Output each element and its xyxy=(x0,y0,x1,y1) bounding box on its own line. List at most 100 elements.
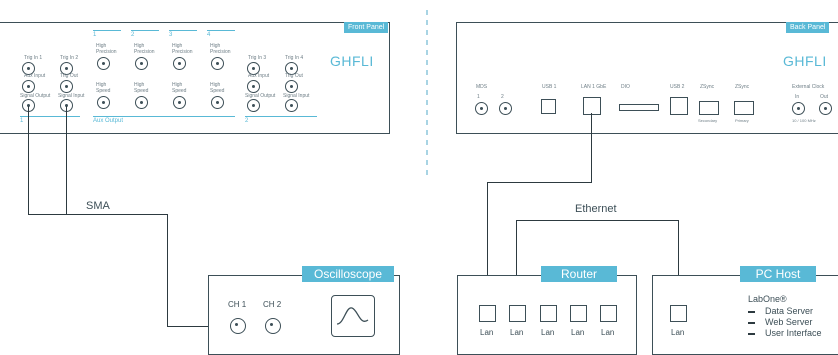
router-port-3 xyxy=(540,305,557,322)
sma-cable-inner-vertical xyxy=(66,106,68,215)
ch1-label: CH 1 xyxy=(228,300,247,309)
trig-in-3-connector xyxy=(247,62,260,75)
router-port-1 xyxy=(479,305,496,322)
router-port-2 xyxy=(509,305,526,322)
sma-cable-label: SMA xyxy=(86,200,110,212)
sma-cable-right-vertical xyxy=(167,214,169,327)
zsync-primary-label: Primary xyxy=(735,118,749,123)
aux-col-2-high-precision-connector xyxy=(135,57,148,70)
user-interface-bullet xyxy=(748,333,755,335)
lan-label: LAN 1 GbE xyxy=(581,84,607,90)
aux-col-1-number: 1 xyxy=(93,32,97,38)
router-port-4 xyxy=(570,305,587,322)
mds-2-connector xyxy=(499,102,512,115)
zsync-secondary-title: ZSync xyxy=(700,84,715,90)
usb1-label: USB 1 xyxy=(542,84,557,90)
front-panel xyxy=(0,22,390,134)
signal-input-2-connector xyxy=(285,99,298,112)
trig-in-4-connector xyxy=(285,62,298,75)
aux-input-2-label: Aux Input xyxy=(248,73,270,79)
aux-col-4-high-precision-label: High Precision xyxy=(210,43,231,55)
aux-col-2-high-speed-connector xyxy=(135,96,148,109)
clock-freq-label: 10 / 100 MHz xyxy=(792,118,816,123)
aux-col-4-high-speed-connector xyxy=(211,96,224,109)
trig-in-1-connector xyxy=(22,62,35,75)
router-port-2-label: Lan xyxy=(510,328,524,337)
mds-1-label: 1 xyxy=(477,94,480,100)
zsync-secondary-port xyxy=(699,101,719,115)
aux-col-1-high-precision-label: High Precision xyxy=(96,43,117,55)
aux-col-3-bar xyxy=(169,30,197,32)
ethernet-cable-router-port2 xyxy=(516,220,518,312)
clock-out-connector xyxy=(819,102,832,115)
trig-in-2-connector xyxy=(60,62,73,75)
ethernet-cable-pc-port xyxy=(678,220,680,312)
web-server-label: Web Server xyxy=(765,317,813,327)
usb1-port xyxy=(541,99,556,114)
aux-output-bar xyxy=(93,116,235,118)
aux-col-1-bar xyxy=(93,30,121,32)
dio-label: DIO xyxy=(621,84,630,90)
aux-input-connector xyxy=(22,80,35,93)
aux-input-label: Aux Input xyxy=(24,73,46,79)
sma-cable-bottom-horizontal xyxy=(167,326,232,328)
data-server-label: Data Server xyxy=(765,306,814,316)
mds-1-connector xyxy=(475,102,488,115)
aux-col-4-number: 4 xyxy=(207,32,211,38)
trig-out-2-label: Trig Out xyxy=(285,73,303,79)
usb2-port xyxy=(670,97,688,115)
aux-col-3-high-speed-connector xyxy=(173,96,186,109)
zsync-primary-port xyxy=(734,101,754,115)
aux-col-4-high-precision-connector xyxy=(211,57,224,70)
aux-col-3-number: 3 xyxy=(169,32,173,38)
router-title: Router xyxy=(541,266,617,282)
signal-output-label: Signal Output xyxy=(20,93,51,99)
front-panel-brand: GHFLI xyxy=(330,53,374,69)
aux-input-2-connector xyxy=(247,80,260,93)
router-port-5 xyxy=(600,305,617,322)
web-server-bullet xyxy=(748,322,755,324)
aux-col-1-high-speed-label: High Speed xyxy=(96,82,111,94)
trig-in-3-label: Trig In 3 xyxy=(248,55,267,61)
ch2-connector xyxy=(265,318,281,334)
ethernet-cable-lan-horizontal xyxy=(487,182,592,184)
clock-in-label: In xyxy=(795,94,800,100)
router-port-3-label: Lan xyxy=(541,328,555,337)
aux-col-2-high-precision-label: High Precision xyxy=(134,43,155,55)
router-port-1-label: Lan xyxy=(480,328,494,337)
trig-out-label: Trig Out xyxy=(60,73,78,79)
group-1-number: 1 xyxy=(20,118,24,124)
clock-out-label: Out xyxy=(820,94,829,100)
signal-output-2-label: Signal Output xyxy=(245,93,276,99)
clock-in-connector xyxy=(792,102,805,115)
aux-col-2-bar xyxy=(131,30,159,32)
divider-dashed xyxy=(426,10,428,180)
aux-col-3-high-speed-label: High Speed xyxy=(172,82,187,94)
trig-in-2-label: Trig In 2 xyxy=(60,55,79,61)
pc-host-title: PC Host xyxy=(740,266,816,282)
sma-cable-top-horizontal xyxy=(28,214,168,216)
ethernet-cable-lan-down xyxy=(591,113,593,183)
aux-col-2-number: 2 xyxy=(131,32,135,38)
signal-input-label: Signal Input xyxy=(58,93,85,99)
trig-out-2-connector xyxy=(285,80,298,93)
usb2-label: USB 2 xyxy=(670,84,685,90)
group-2-bar xyxy=(245,116,317,118)
oscilloscope-screen xyxy=(331,295,375,337)
signal-output-2-connector xyxy=(247,99,260,112)
labone-label: LabOne® xyxy=(748,294,787,304)
user-interface-label: User Interface xyxy=(765,328,822,338)
pc-host-lan-port xyxy=(670,305,687,322)
aux-col-1-high-speed-connector xyxy=(97,96,110,109)
trig-in-1-label: Trig In 1 xyxy=(24,55,43,61)
back-panel-tag: Back Panel xyxy=(786,22,830,33)
aux-col-3-high-precision-connector xyxy=(173,57,186,70)
waveform-icon xyxy=(336,307,369,325)
mds-2-label: 2 xyxy=(501,94,504,100)
aux-output-label: Aux Output xyxy=(93,118,124,124)
front-panel-tag: Front Panel xyxy=(344,22,389,33)
group-2-number: 2 xyxy=(245,118,249,124)
back-panel-brand: GHFLI xyxy=(783,53,827,69)
data-server-bullet xyxy=(748,311,755,313)
ethernet-cable-router-port1 xyxy=(487,182,489,312)
